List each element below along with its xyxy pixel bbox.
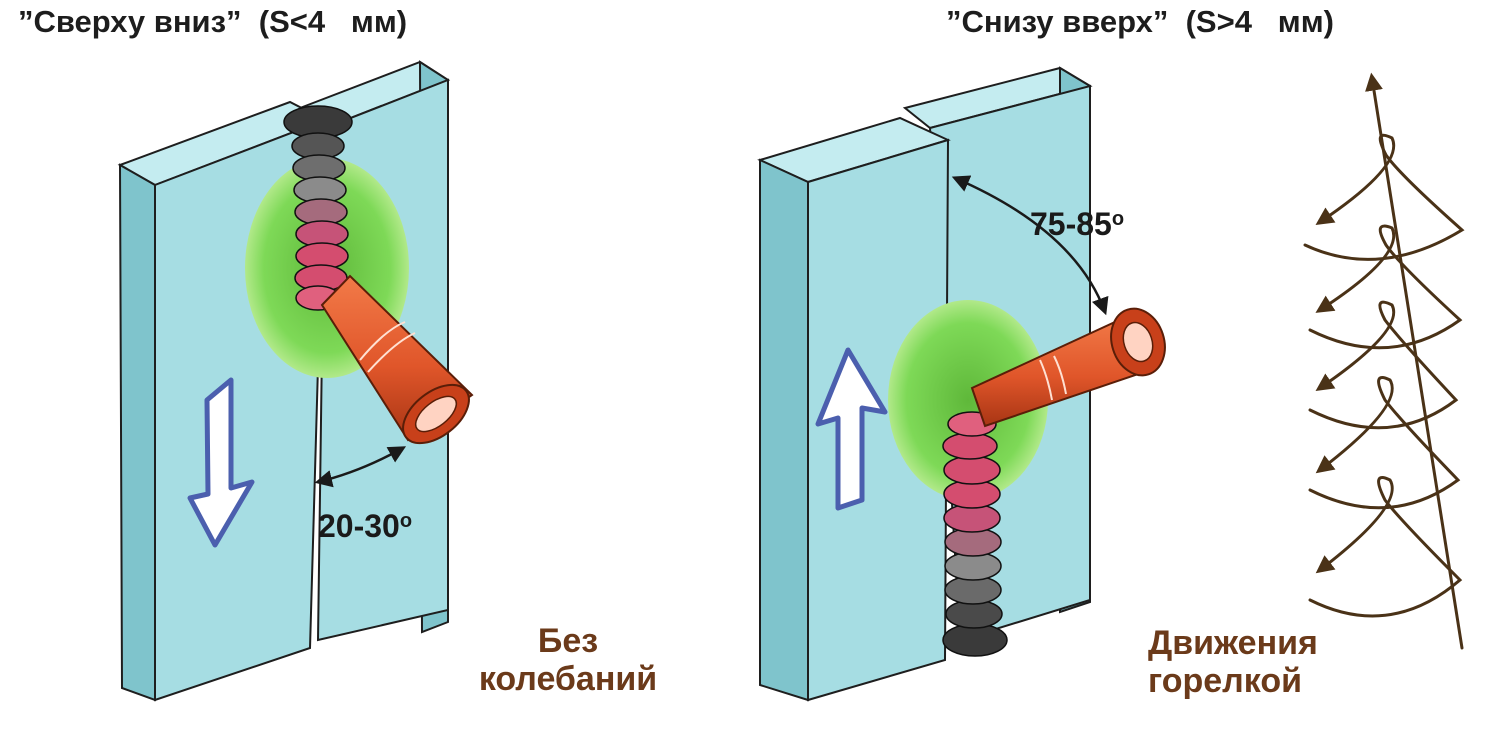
left-angle-arc: [314, 446, 407, 488]
left-title: ”Сверху вниз” (S<4 мм): [18, 4, 408, 39]
left-degree-mark: o: [399, 510, 413, 532]
right-direction-arrow-up: [815, 347, 888, 511]
left-angle-label: 20-30o: [318, 508, 412, 545]
right-angle-label: 75-85o: [1030, 206, 1124, 243]
right-weld-bead: [942, 411, 1008, 657]
left-assembly: [117, 60, 474, 702]
left-caption: Без колебаний: [468, 622, 668, 698]
right-caption: Движения горелкой: [1148, 624, 1318, 700]
right-assembly: [757, 66, 1166, 702]
left-caption-line2: колебаний: [478, 660, 658, 698]
right-torch: [970, 307, 1166, 428]
right-title: ”Снизу вверх” (S>4 мм): [946, 4, 1334, 39]
left-direction-arrow-down: [187, 377, 255, 548]
right-weld-pool: [888, 300, 1048, 500]
left-torch: [320, 274, 474, 445]
left-weld-bead: [283, 105, 353, 311]
left-caption-line1: Без: [537, 622, 599, 660]
right-front-plate: [757, 116, 951, 702]
torch-motion-path: [1303, 72, 1465, 650]
right-angle-arc: [951, 175, 1109, 316]
right-angle-value: 75-85: [1030, 206, 1112, 242]
left-angle-value: 20-30: [318, 508, 400, 544]
right-caption-line2: горелкой: [1148, 662, 1302, 700]
right-caption-line1: Движения: [1148, 624, 1318, 662]
right-degree-mark: o: [1111, 208, 1125, 230]
